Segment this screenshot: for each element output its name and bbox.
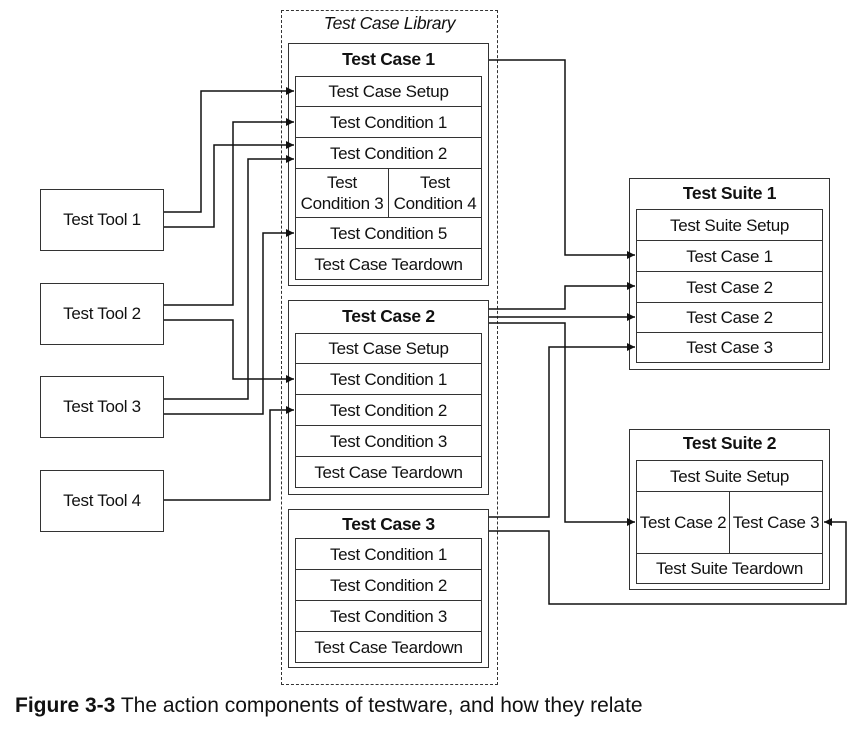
tool1-to-tc1-setup xyxy=(164,87,294,213)
test-case-2-title: Test Case 2 xyxy=(342,306,435,326)
test-case-3-title: Test Case 3 xyxy=(342,514,435,534)
test-suite-2-title: Test Suite 2 xyxy=(682,433,777,453)
tool2-to-tc1-condition1 xyxy=(164,118,294,306)
suite-1-item: Test Case 1 xyxy=(636,240,823,272)
tool2-to-tc2-condition1 xyxy=(164,319,294,383)
suite-1-item: Test Case 2 xyxy=(636,302,823,333)
tc3-to-suite2 xyxy=(489,518,847,605)
suite-2-teardown: Test Suite Teardown xyxy=(636,553,823,584)
tc2-condition-3: Test Condition 3 xyxy=(295,425,482,457)
suite-1-item: Test Case 2 xyxy=(636,271,823,303)
tc2-condition-2: Test Condition 2 xyxy=(295,394,482,426)
tc2-to-suite2 xyxy=(489,322,635,526)
tool3-to-tc1-condition2 xyxy=(164,155,294,400)
tc1-condition-3-line-2: Condition 3 xyxy=(300,194,384,213)
tc3-to-suite1 xyxy=(489,343,635,518)
suite-2-item: Test Case 3 xyxy=(729,491,823,554)
tc1-condition-4-line-2: Condition 4 xyxy=(393,194,477,213)
test-case-1-title: Test Case 1 xyxy=(342,49,435,69)
tc2-teardown: Test Case Teardown xyxy=(295,456,482,488)
test-case-library-frame xyxy=(281,10,498,685)
test-suite-1-title: Test Suite 1 xyxy=(682,183,777,203)
tc1-condition-4-line-1: Test xyxy=(420,173,450,192)
tc1-condition-3-line-1: Test xyxy=(327,173,357,192)
tc3-condition-1: Test Condition 1 xyxy=(295,538,482,570)
test-tool-3: Test Tool 3 xyxy=(40,376,164,438)
tc1-to-suite1 xyxy=(489,59,635,259)
tool3-to-tc1-condition5 xyxy=(164,229,294,415)
tc3-condition-2: Test Condition 2 xyxy=(295,569,482,601)
test-case-library-title: Test Case Library xyxy=(323,13,456,33)
test-tool-4: Test Tool 4 xyxy=(40,470,164,532)
test-tool-2: Test Tool 2 xyxy=(40,283,164,345)
figure-caption-text: The action components of testware, and h… xyxy=(115,694,643,717)
tc1-condition-4: Test Condition 4 xyxy=(388,168,482,218)
tc2-to-suite1-a xyxy=(489,282,635,310)
suite-1-setup: Test Suite Setup xyxy=(636,209,823,241)
tc1-condition-2: Test Condition 2 xyxy=(295,137,482,169)
tc1-condition-5: Test Condition 5 xyxy=(295,217,482,249)
tc1-condition-1: Test Condition 1 xyxy=(295,106,482,138)
tool1-to-tc1-condition2 xyxy=(164,141,294,228)
suite-1-item: Test Case 3 xyxy=(636,332,823,363)
figure-label: Figure 3-3 xyxy=(15,694,116,717)
tc1-teardown: Test Case Teardown xyxy=(295,248,482,280)
tool4-to-tc2-condition2 xyxy=(164,406,294,501)
tc3-teardown: Test Case Teardown xyxy=(295,631,482,663)
figure-caption: Figure 3-3 The action components of test… xyxy=(15,694,643,718)
test-tool-1: Test Tool 1 xyxy=(40,189,164,251)
